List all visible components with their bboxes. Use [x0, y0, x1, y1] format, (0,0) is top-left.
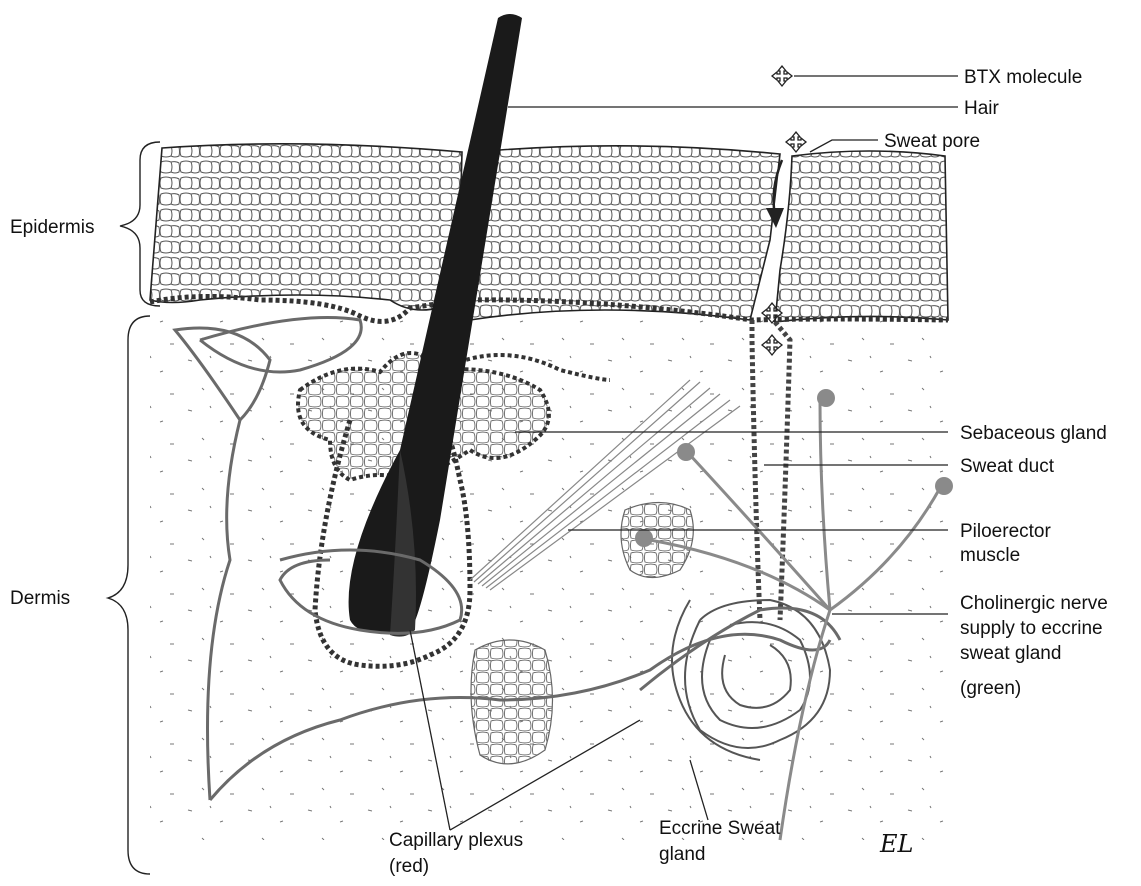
- dermis-brace: [108, 316, 150, 874]
- btx-molecule-legend-icon: [772, 66, 792, 86]
- epidermis-layer: [150, 144, 948, 322]
- sweat-duct-label: Sweat duct: [960, 456, 1055, 477]
- piloerector-muscle-label-line2: muscle: [960, 545, 1020, 566]
- hair-label: Hair: [964, 98, 1000, 119]
- sebaceous-gland-label: Sebaceous gland: [960, 423, 1107, 444]
- artist-signature: EL: [879, 830, 913, 858]
- dermis-label: Dermis: [10, 588, 70, 609]
- capillary-plexus-label-line1: Capillary plexus: [389, 830, 523, 851]
- piloerector-muscle-label-line1: Piloerector: [960, 521, 1051, 542]
- sweat-pore-label: Sweat pore: [884, 131, 980, 152]
- cholinergic-nerve-label-line1: Cholinergic nerve: [960, 593, 1108, 614]
- cholinergic-nerve-label-line4: (green): [960, 678, 1021, 699]
- btx-molecule-icon: [786, 132, 806, 152]
- epidermis-label: Epidermis: [10, 217, 94, 238]
- cholinergic-nerve-label-line2: supply to eccrine: [960, 618, 1103, 639]
- capillary-plexus-label-line2: (red): [389, 856, 429, 877]
- eccrine-sweat-gland-label-line2: gland: [659, 844, 706, 865]
- gland-cluster-lower: [471, 640, 553, 764]
- eccrine-sweat-gland-label-line1: Eccrine Sweat: [659, 818, 781, 839]
- btx-molecule-label: BTX molecule: [964, 67, 1082, 88]
- cholinergic-nerve-label-line3: sweat gland: [960, 643, 1061, 664]
